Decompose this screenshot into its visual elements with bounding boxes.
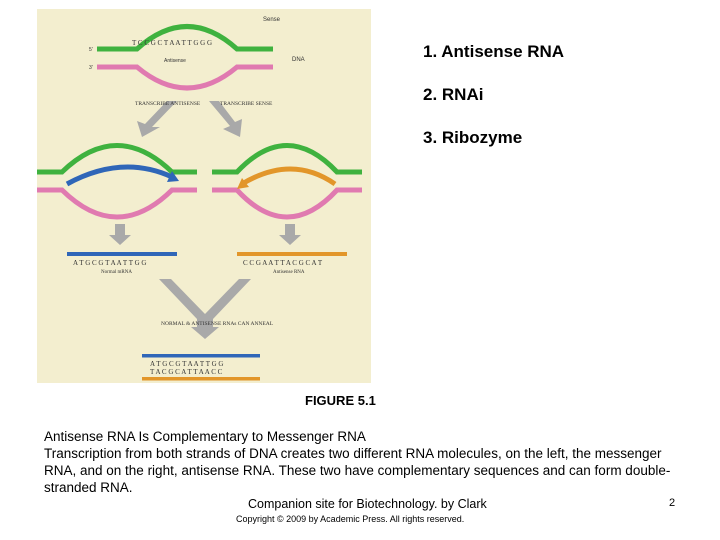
transcribe-sense-label: TRANSCRIBE SENSE (220, 101, 273, 107)
seq-normal-mrna: A T G C G T A A T T G G (73, 259, 146, 267)
antisense-rna-label: Antisense RNA (273, 270, 305, 275)
dna-bubble-right (212, 143, 362, 220)
caption-body: Transcription from both strands of DNA c… (44, 446, 671, 495)
seq-anneal-1: A T G C G T A A T T G G (150, 360, 223, 368)
anneal-arrow: NORMAL & ANTISENSE RNAs CAN ANNEAL (159, 279, 274, 339)
seq-anneal-2: T A C G C A T T A A C C (150, 368, 223, 376)
five-prime-top: 5' (89, 47, 93, 53)
transcribe-arrows: TRANSCRIBE ANTISENSE TRANSCRIBE SENSE (135, 101, 273, 137)
seq-antisense-rna: C C G A A T T A C G C A T (243, 259, 323, 267)
antisense-rna-strand: C C G A A T T A C G C A T Antisense RNA (237, 252, 347, 275)
companion-site-text: Companion site for Biotechnology. by Cla… (248, 497, 487, 511)
normal-mrna-label: Normal mRNA (101, 270, 132, 275)
transcribe-antisense-label: TRANSCRIBE ANTISENSE (135, 101, 201, 107)
list-item: 3. Ribozyme (423, 128, 523, 147)
copyright-text: Copyright © 2009 by Academic Press. All … (236, 514, 465, 524)
figure-label: FIGURE 5.1 (305, 393, 376, 408)
anneal-label: NORMAL & ANTISENSE RNAs CAN ANNEAL (161, 321, 274, 327)
dna-bubble-left (37, 143, 197, 220)
annealed-dsrna: A T G C G T A A T T G G T A C G C A T T … (142, 354, 260, 381)
figure-image: T C C G C T A A T T G G G Sense DNA Anti… (37, 9, 371, 383)
list-item: 2. RNAi (423, 85, 484, 104)
dna-bubble-top: T C C G C T A A T T G G G Sense DNA Anti… (89, 17, 305, 91)
page-number: 2 (669, 497, 676, 509)
seq-top-label: T C C G C T A A T T G G G (132, 39, 212, 47)
sense-label: Sense (263, 17, 281, 23)
caption-title: Antisense RNA Is Complementary to Messen… (44, 429, 366, 444)
three-prime-top: 3' (89, 65, 93, 71)
topic-list: 1. Antisense RNA 2. RNAi 3. Ribozyme (423, 42, 564, 171)
antisense-top-label: Antisense (164, 58, 186, 64)
figure-caption: Antisense RNA Is Complementary to Messen… (44, 428, 684, 496)
normal-mrna-strand: A T G C G T A A T T G G Normal mRNA (67, 252, 177, 275)
dna-label: DNA (292, 57, 305, 63)
list-item: 1. Antisense RNA (423, 42, 565, 61)
